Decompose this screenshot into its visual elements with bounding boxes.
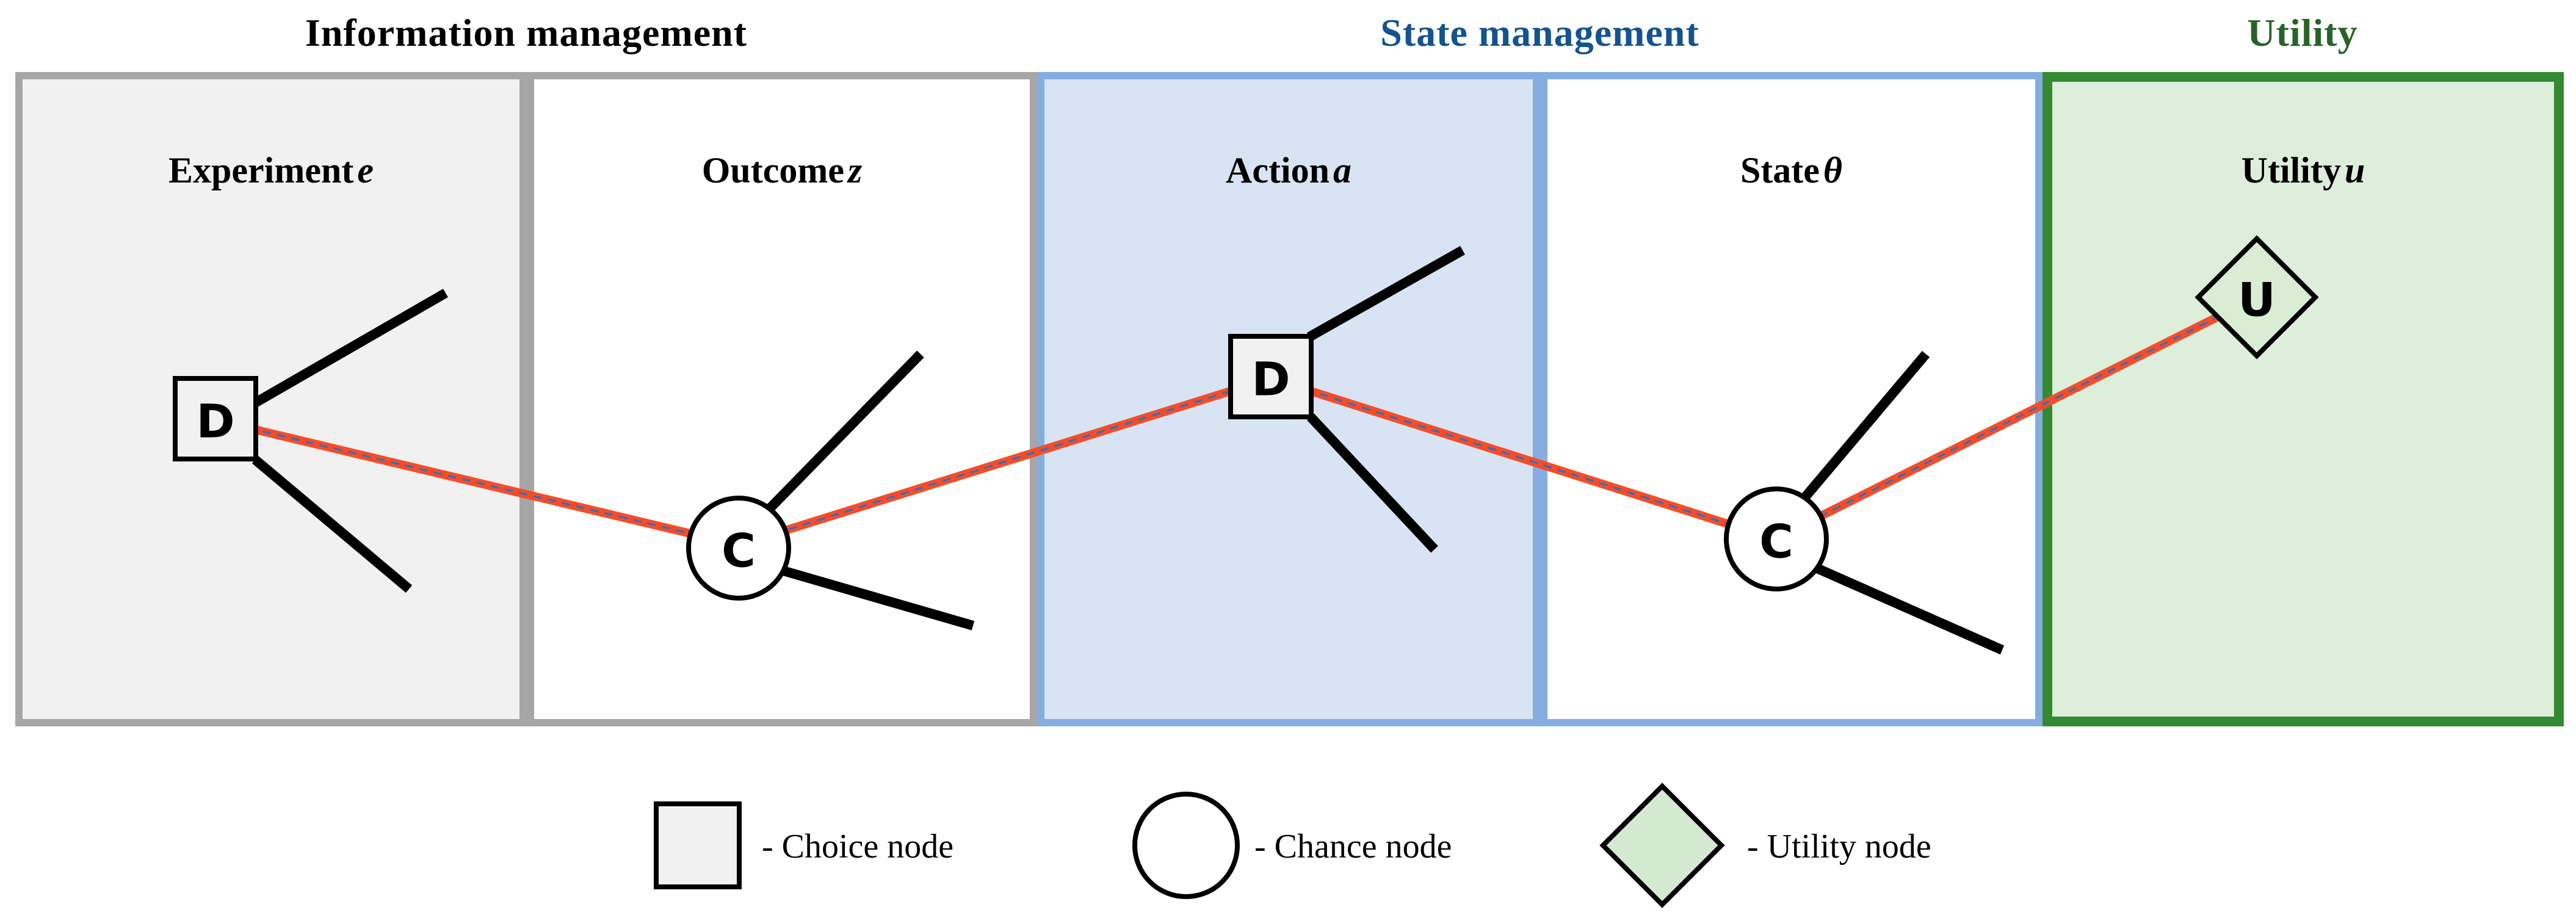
branch-line <box>781 566 975 631</box>
legend-square-swatch <box>654 801 742 889</box>
choice-node-experiment <box>173 376 258 461</box>
choice-node-action <box>1228 334 1314 419</box>
choice-node-experiment-letter: D <box>196 394 234 449</box>
panel-title-state-var: θ <box>1823 150 1843 190</box>
branch-line <box>251 455 413 593</box>
panel-title-outcome-var: z <box>847 150 863 190</box>
panel-title-utility-var: u <box>2344 150 2365 190</box>
section-header-state-management: State management <box>1380 11 1699 54</box>
panel-box-utility <box>2042 72 2564 726</box>
utility-node-letter: U <box>2238 273 2276 327</box>
branch-line <box>767 350 924 511</box>
chance-node-state <box>1724 486 1829 591</box>
branch-line <box>253 289 448 407</box>
panel-title-experiment-label: Experiment <box>168 150 354 190</box>
legend-label-chance-node: - Chance node <box>1254 828 1452 866</box>
branch-line <box>1806 560 2005 655</box>
section-header-utility: Utility <box>2247 11 2358 54</box>
chance-node-outcome-letter: C <box>722 524 756 578</box>
panel-title-state-label: State <box>1740 150 1820 190</box>
legend-label-utility-node: - Utility node <box>1747 828 1931 866</box>
panel-title-action-label: Action <box>1226 150 1330 190</box>
utility-node <box>2194 235 2319 360</box>
branch-line <box>1307 413 1438 553</box>
panel-title-utility-label: Utility <box>2241 150 2341 190</box>
branch-line <box>1800 350 1930 502</box>
legend-diamond-swatch <box>1599 782 1725 908</box>
branch-line <box>1307 246 1465 341</box>
choice-node-action-letter: D <box>1251 352 1290 407</box>
chance-node-outcome <box>686 496 791 601</box>
panel-title-outcome-label: Outcome <box>701 150 844 190</box>
panel-box-state <box>1540 72 2042 726</box>
chance-node-state-letter: C <box>1759 515 1793 569</box>
panel-title-experiment-var: e <box>357 150 374 190</box>
section-header-information-management: Information management <box>305 11 748 54</box>
legend-label-choice-node: - Choice node <box>762 828 954 866</box>
legend-circle-swatch <box>1132 792 1240 899</box>
panel-title-action-var: a <box>1333 150 1351 190</box>
